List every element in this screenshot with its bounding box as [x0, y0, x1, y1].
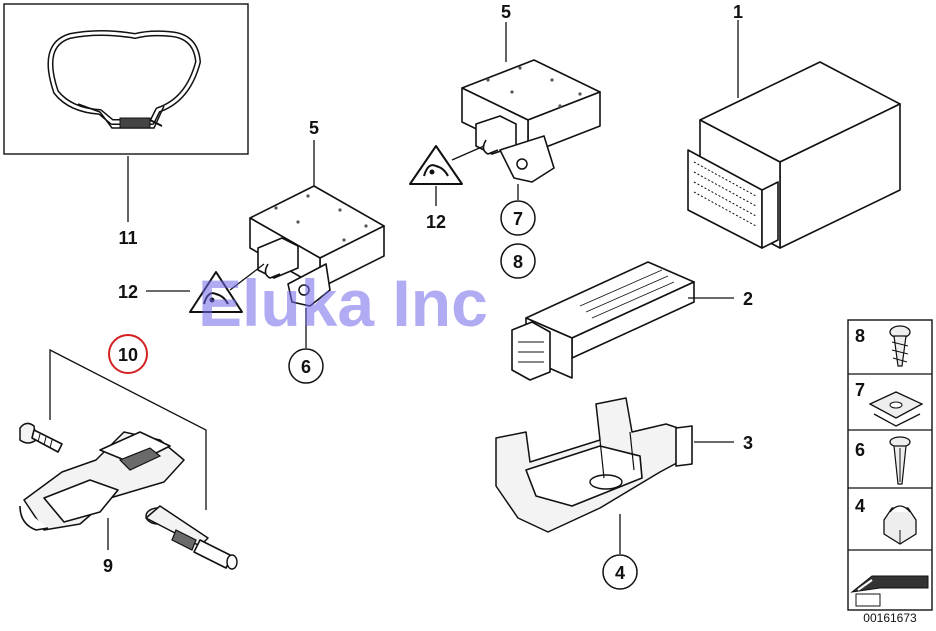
small-parts-legend: 8 7 6 4	[847, 319, 933, 611]
receiver-middle-part	[249, 185, 385, 307]
callout-5-middle: 5	[309, 118, 319, 138]
callout-8-ring	[500, 243, 536, 279]
warning-label-middle	[189, 271, 243, 313]
callout-5-upper: 5	[501, 2, 511, 22]
screw-icon	[889, 325, 911, 367]
legend-label-8: 8	[855, 326, 865, 346]
valve-stem-part	[145, 505, 238, 570]
callout-4: 4	[615, 563, 625, 583]
callout-12-middle: 12	[118, 282, 138, 302]
callout-12-upper: 12	[426, 212, 446, 232]
callout-6-ring	[288, 348, 324, 384]
tpms-sensor-part	[19, 431, 185, 531]
arrow-icon	[850, 575, 929, 607]
legend-label-4: 4	[855, 496, 865, 516]
legend-label-7: 7	[855, 380, 865, 400]
callout-10-ring	[108, 334, 148, 374]
warning-label-upper	[409, 145, 463, 185]
hex-nut-icon	[883, 505, 917, 545]
clip-nut-icon	[868, 391, 924, 427]
bracket-10	[49, 348, 207, 510]
callout-10: 10	[118, 345, 138, 365]
holder-bracket-part	[495, 397, 693, 533]
tire-inset	[3, 3, 249, 155]
legend-label-6: 6	[855, 440, 865, 460]
callout-7-ring	[500, 200, 536, 236]
sensor-screw-part	[19, 422, 63, 453]
callout-4-ring	[602, 554, 638, 590]
control-unit-part	[687, 61, 901, 249]
watermark-text: Eluka Inc	[198, 266, 488, 340]
leader-12b-right	[229, 263, 265, 291]
callout-7: 7	[513, 209, 523, 229]
receiver-upper-part	[461, 59, 601, 183]
antenna-module-part	[511, 261, 695, 381]
leader-12a	[451, 145, 485, 161]
callout-9: 9	[103, 556, 113, 576]
callout-2: 2	[743, 289, 753, 309]
callout-1: 1	[733, 2, 743, 22]
callout-3: 3	[743, 433, 753, 453]
callout-11: 11	[118, 228, 137, 248]
callout-8: 8	[513, 252, 523, 272]
callout-6: 6	[301, 357, 311, 377]
catalog-number: 00161673	[863, 611, 917, 625]
expanding-rivet-icon	[889, 436, 911, 485]
